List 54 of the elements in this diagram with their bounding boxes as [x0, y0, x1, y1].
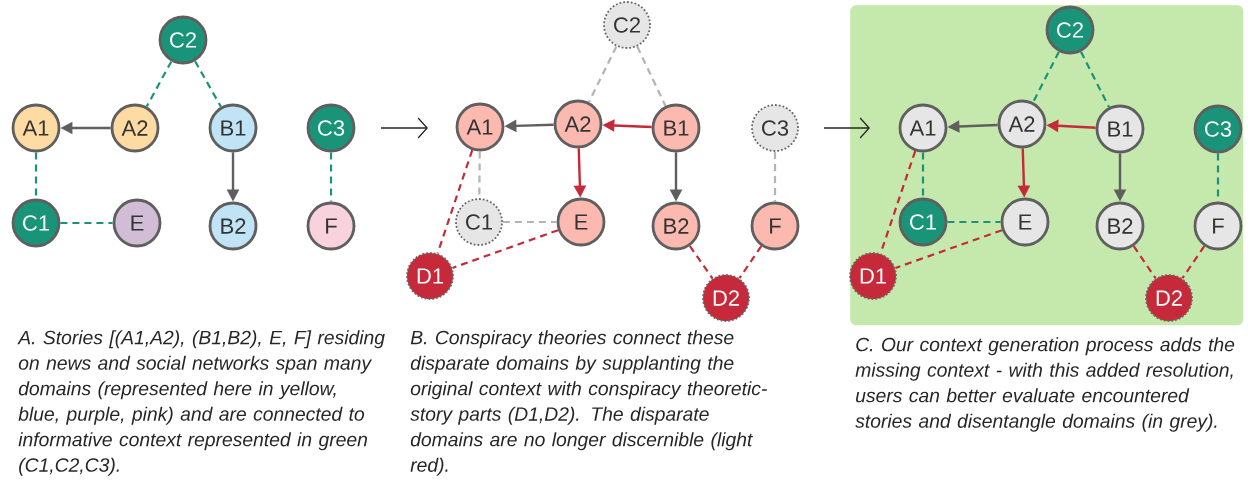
circle-node: E	[556, 197, 606, 247]
circle-node: A1	[455, 102, 505, 152]
circle-node: A1	[898, 103, 948, 153]
circle-node: C2	[603, 1, 651, 49]
circle-node: F	[750, 201, 800, 251]
circle-node: C1	[455, 198, 503, 246]
connector-line	[587, 45, 618, 103]
connector-line	[145, 60, 173, 108]
circle-node: A1	[11, 103, 61, 153]
connector-line	[194, 60, 222, 108]
connector-line	[1032, 51, 1060, 103]
circle-node: C1	[898, 197, 948, 247]
connector-line	[636, 46, 667, 107]
connector-line	[502, 220, 557, 224]
circle-node: D1	[849, 252, 897, 300]
caption-text: A. Stories [(A1,A2), (B1,B2), E, F] residing on news and social networks span many domains (represented here in yellow, blue, purple, pink) and are connected to informative context represented in green (C1,C2,C3).	[17, 330, 385, 476]
connector-line	[452, 229, 559, 269]
circle-node: C2	[1045, 5, 1095, 55]
circle-node: A2	[997, 99, 1047, 149]
connector-line	[1080, 51, 1110, 108]
connector-line	[738, 245, 763, 279]
connector-line	[947, 220, 1001, 224]
circle-node: B1	[208, 103, 258, 153]
connector-line	[895, 229, 1003, 270]
circle-node: D1	[406, 252, 454, 300]
circle-node: B2	[208, 201, 258, 251]
circle-node: C1	[11, 198, 61, 248]
circle-node: B1	[1095, 104, 1145, 154]
connector-line	[1132, 245, 1157, 279]
connector-line	[773, 151, 777, 202]
caption-text: B. Conspiracy theories connect these disparate domains by supplanting the original context with conspiracy theoretic-story parts (D1,D2). The disparate domains are no longer discernible (light red).	[410, 330, 767, 476]
circle-node: D2	[702, 274, 750, 322]
circle-node: E	[112, 198, 162, 248]
caption-text: C. Our context generation process adds the missing context - with this added resolution, users can better evaluate encountered stories and disentangle domains (in grey).	[855, 337, 1235, 432]
circle-node: F	[306, 201, 356, 251]
circle-node: A2	[110, 103, 160, 153]
connector-line	[1216, 153, 1220, 202]
connector-line	[436, 149, 474, 254]
circle-node: D2	[1145, 274, 1193, 322]
circle-node: A2	[553, 99, 603, 149]
connector-line	[1181, 245, 1206, 279]
circle-node: B1	[651, 103, 701, 153]
connector-line	[921, 152, 925, 198]
circle-node: E	[1000, 197, 1050, 247]
circle-node: C3	[751, 104, 799, 152]
circle-node: F	[1193, 201, 1243, 251]
connector-line	[329, 152, 333, 202]
circle-node: C2	[158, 15, 208, 65]
connector-line	[689, 245, 714, 279]
connector-line	[60, 221, 113, 225]
circle-node: C3	[1193, 104, 1243, 154]
circle-node: B2	[1095, 201, 1145, 251]
circle-node: B2	[651, 201, 701, 251]
circle-node: C3	[306, 103, 356, 153]
